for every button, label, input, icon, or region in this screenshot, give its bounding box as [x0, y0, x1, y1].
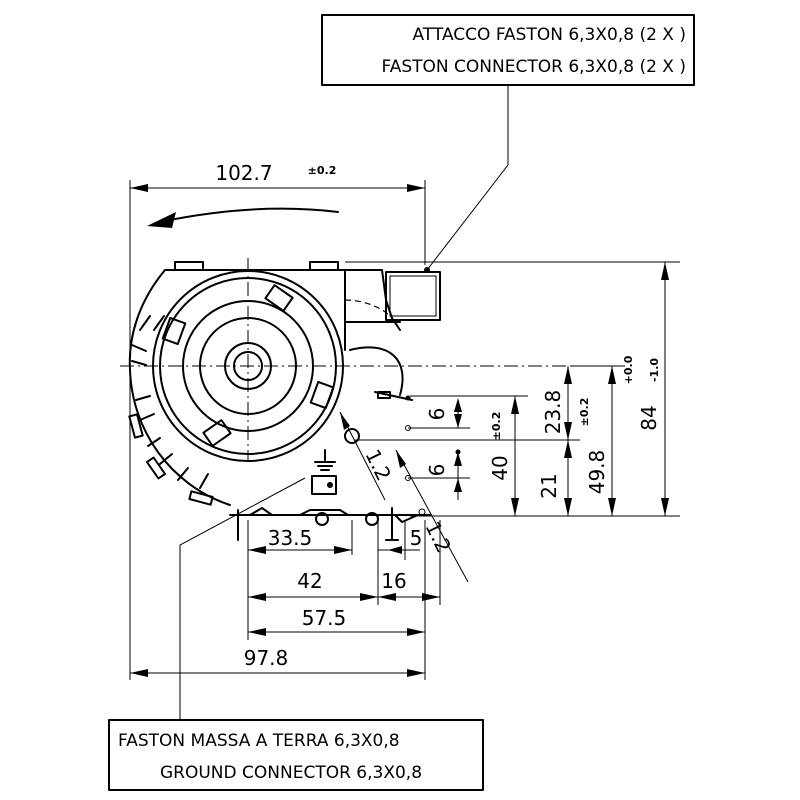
dim-height-tol-upper: +0.0: [622, 355, 635, 384]
mounting-hole: [344, 428, 360, 444]
dimension-23-8: 23.8 ±0.2: [355, 366, 591, 441]
dimension-16: 16: [378, 569, 440, 601]
dim-40-tol: ±0.2: [490, 412, 503, 441]
dimension-6-upper: 6: [408, 398, 470, 429]
top-note-line2: FASTON CONNECTOR 6,3X0,8 (2 X ): [382, 57, 686, 77]
dimension-21: 21: [537, 440, 572, 516]
dim-16-value: 16: [381, 569, 406, 593]
top-tab-right: [309, 261, 339, 271]
blower-body: [128, 261, 404, 506]
ground-connector: [311, 449, 337, 495]
dim-23-8-tol: ±0.2: [578, 398, 591, 427]
dim-width-overall-tol: ±0.2: [308, 164, 337, 177]
bottom-note-line2: GROUND CONNECTOR 6,3X0,8: [160, 763, 422, 783]
dim-width-overall-value: 102.7: [215, 161, 272, 185]
dimension-49-8: 49.8: [572, 365, 625, 516]
dim-23-8-value: 23.8: [541, 390, 565, 435]
dim-40-value: 40: [488, 455, 512, 480]
dimension-width-overall: 102.7 ±0.2: [129, 161, 426, 680]
top-tab-left: [174, 261, 204, 271]
dimension-height-overall: 84 +0.0 -1.0: [345, 261, 680, 517]
dim-21-value: 21: [537, 473, 561, 498]
dimension-42: 42: [248, 569, 378, 601]
top-note-leader: [426, 85, 509, 271]
outlet-terminal: [374, 391, 413, 481]
dimension-1-2-upper: 1.2: [339, 411, 397, 501]
dim-97-8-value: 97.8: [244, 646, 289, 670]
dim-height-value: 84: [637, 405, 661, 430]
dim-49-8-value: 49.8: [585, 450, 609, 495]
dimension-57-5: 57.5: [248, 606, 425, 636]
dim-1-2-upper-value: 1.2: [361, 445, 397, 484]
dim-42-value: 42: [297, 569, 322, 593]
top-note-box: ATTACCO FASTON 6,3X0,8 (2 X ) FASTON CON…: [321, 14, 695, 86]
dim-height-tol-lower: -1.0: [648, 358, 661, 382]
dimension-40: 40 ±0.2: [410, 395, 528, 517]
bottom-note-line1: FASTON MASSA A TERRA 6,3X0,8: [118, 731, 400, 751]
base-flange: [229, 507, 431, 541]
dimension-6-lower: 6: [408, 449, 470, 500]
faston-connector-top: [385, 267, 441, 321]
dimension-33-5: 33.5: [248, 526, 352, 554]
bottom-note-leader: [179, 477, 306, 720]
dim-57-5-value: 57.5: [302, 606, 347, 630]
dim-6-lower-value: 6: [425, 464, 449, 477]
dim-33-5-value: 33.5: [268, 526, 313, 550]
top-note-line1: ATTACCO FASTON 6,3X0,8 (2 X ): [413, 25, 687, 45]
dim-6-upper-value: 6: [425, 408, 449, 421]
bottom-note-box: FASTON MASSA A TERRA 6,3X0,8 GROUND CONN…: [108, 719, 484, 791]
rotation-arrow: [147, 207, 339, 228]
dimension-97-8: 97.8: [130, 646, 425, 677]
dimension-5: 5: [378, 526, 422, 554]
dim-5-value: 5: [410, 526, 423, 550]
